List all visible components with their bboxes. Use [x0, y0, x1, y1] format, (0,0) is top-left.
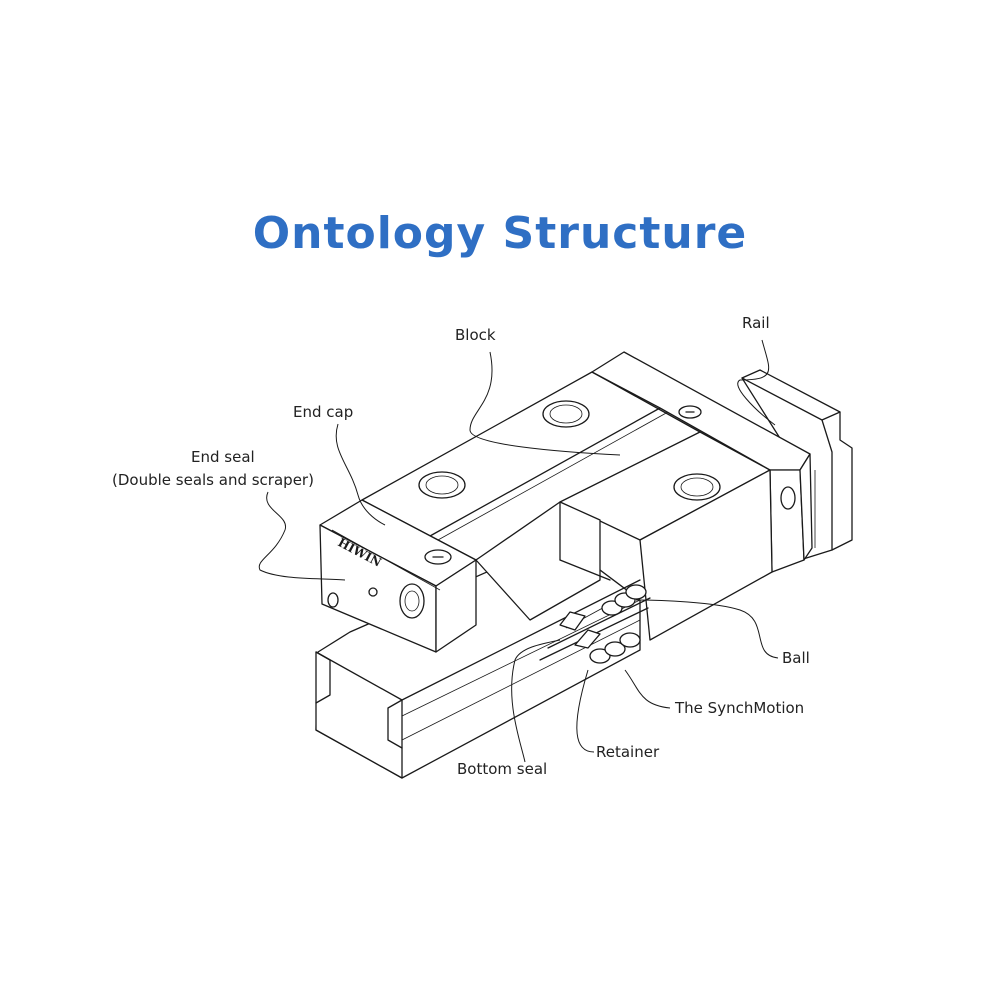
label-end-seal: End seal	[191, 448, 255, 466]
block-body	[361, 351, 813, 641]
ball-1	[589, 648, 611, 664]
label-end-seal-detail: (Double seals and scraper)	[112, 471, 314, 489]
ball-3	[619, 632, 641, 648]
label-end-cap: End cap	[293, 403, 353, 421]
label-block: Block	[455, 326, 496, 344]
ball-2	[604, 641, 626, 657]
ball-6	[625, 584, 647, 600]
label-ball: Ball	[782, 649, 810, 667]
leader-lines	[258, 339, 779, 763]
label-bottom-seal: Bottom seal	[457, 760, 547, 778]
balls-and-retainer	[539, 584, 651, 664]
page-title: Ontology Structure	[252, 208, 748, 259]
label-synchmotion: The SynchMotion	[674, 699, 804, 717]
end-cap	[319, 499, 477, 653]
label-rail: Rail	[742, 314, 770, 332]
label-retainer: Retainer	[596, 743, 660, 761]
